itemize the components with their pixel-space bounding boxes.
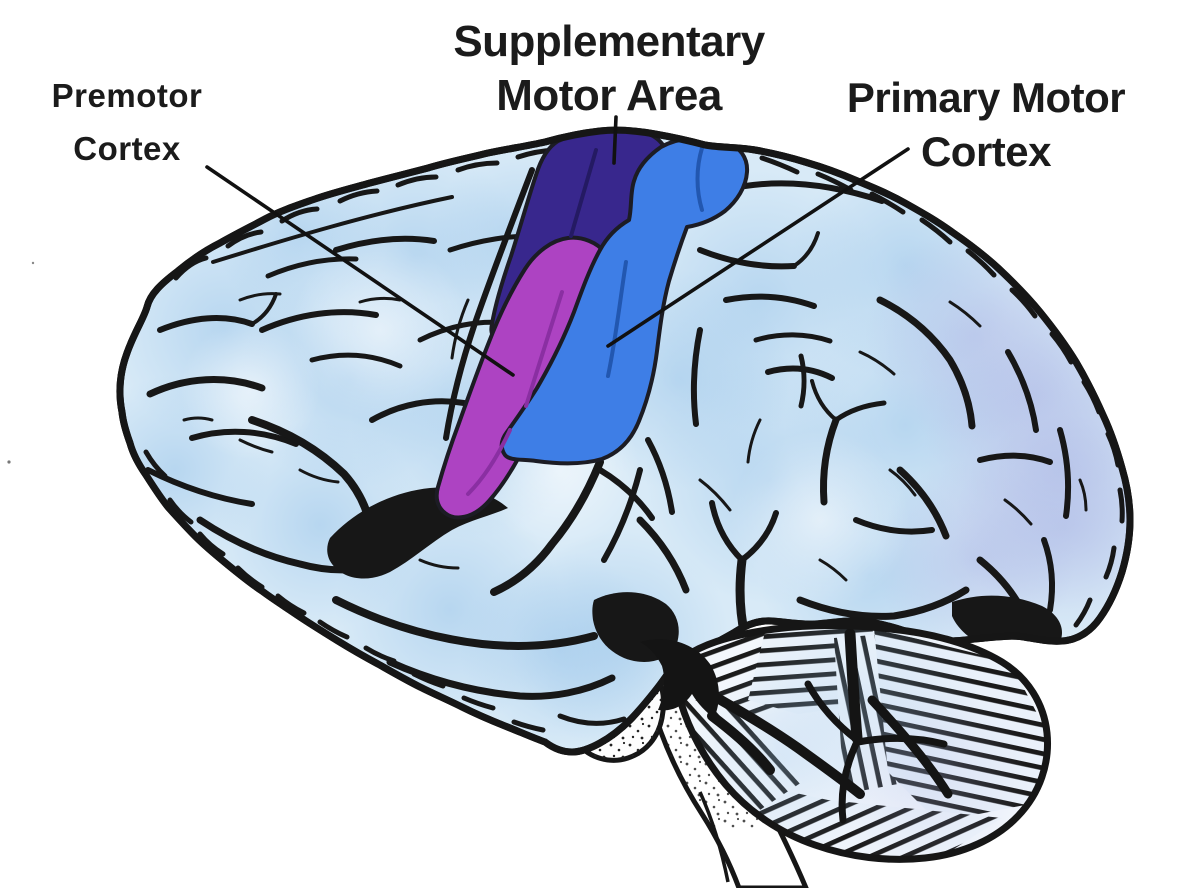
region-inner-creases: [466, 146, 704, 496]
cerebrum-texture-and-sulci: [119, 130, 1131, 750]
sulci: [143, 147, 1125, 733]
label-premotor-line1: Premotor: [51, 77, 203, 114]
cerebellum-folia: [668, 625, 1048, 860]
cerebrum-outline: [116, 126, 1134, 756]
label-premotor-line2: Cortex: [73, 130, 181, 167]
label-supplementary-motor-area: Supplementary Motor Area: [409, 15, 809, 123]
leader-line-premotor: [205, 165, 515, 377]
label-primary-line2: Cortex: [920, 128, 1052, 175]
label-premotor-cortex: Premotor Cortex: [0, 69, 257, 175]
leader-line-supplementary: [612, 115, 618, 165]
shadow-pons-cerebellum: [640, 639, 719, 718]
leader-line-primary: [606, 147, 910, 348]
pen-speck: [31, 261, 35, 265]
label-primary-line1: Primary Motor: [846, 74, 1126, 121]
primary-motor-cortex-region: [499, 135, 750, 466]
label-sma-line2: Motor Area: [496, 71, 722, 120]
label-primary-motor-cortex: Primary Motor Cortex: [811, 71, 1161, 179]
pen-speck: [7, 460, 11, 464]
cerebellum: [640, 622, 1052, 863]
label-sma-line1: Supplementary: [453, 17, 765, 66]
